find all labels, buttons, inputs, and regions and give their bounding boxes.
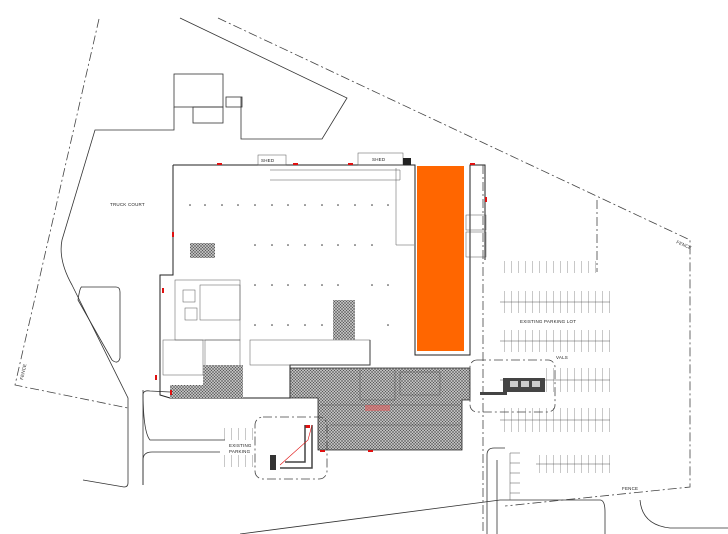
fence-label: FENCE: [676, 239, 693, 250]
existing-parking: [222, 416, 328, 480]
hatched-areas: [170, 243, 471, 451]
property-line: [14, 17, 691, 507]
existing-parking-label: PARKING: [229, 449, 251, 454]
highlighted-area[interactable]: [417, 166, 464, 351]
shed-label: SHED: [372, 157, 386, 162]
existing-parking-lot-label: EXISTING PARKING LOT: [520, 319, 576, 324]
red-annotation: [365, 405, 390, 411]
valet-area[interactable]: [469, 359, 556, 413]
fence-label: FENCE: [622, 486, 638, 491]
existing-parking-label: EXISTING: [229, 443, 252, 448]
door-marks: [155, 163, 487, 452]
shed-label: SHED: [261, 158, 275, 163]
truck-court-label: TRUCK COURT: [110, 202, 145, 207]
fence-label: FENCE: [19, 363, 27, 380]
shed: [257, 154, 287, 166]
traffic-island: [77, 286, 121, 363]
valet-label: VALS: [556, 355, 568, 360]
outbuilding: [173, 73, 224, 108]
existing-parking-lot: [482, 165, 610, 534]
road-edges: [60, 17, 728, 534]
